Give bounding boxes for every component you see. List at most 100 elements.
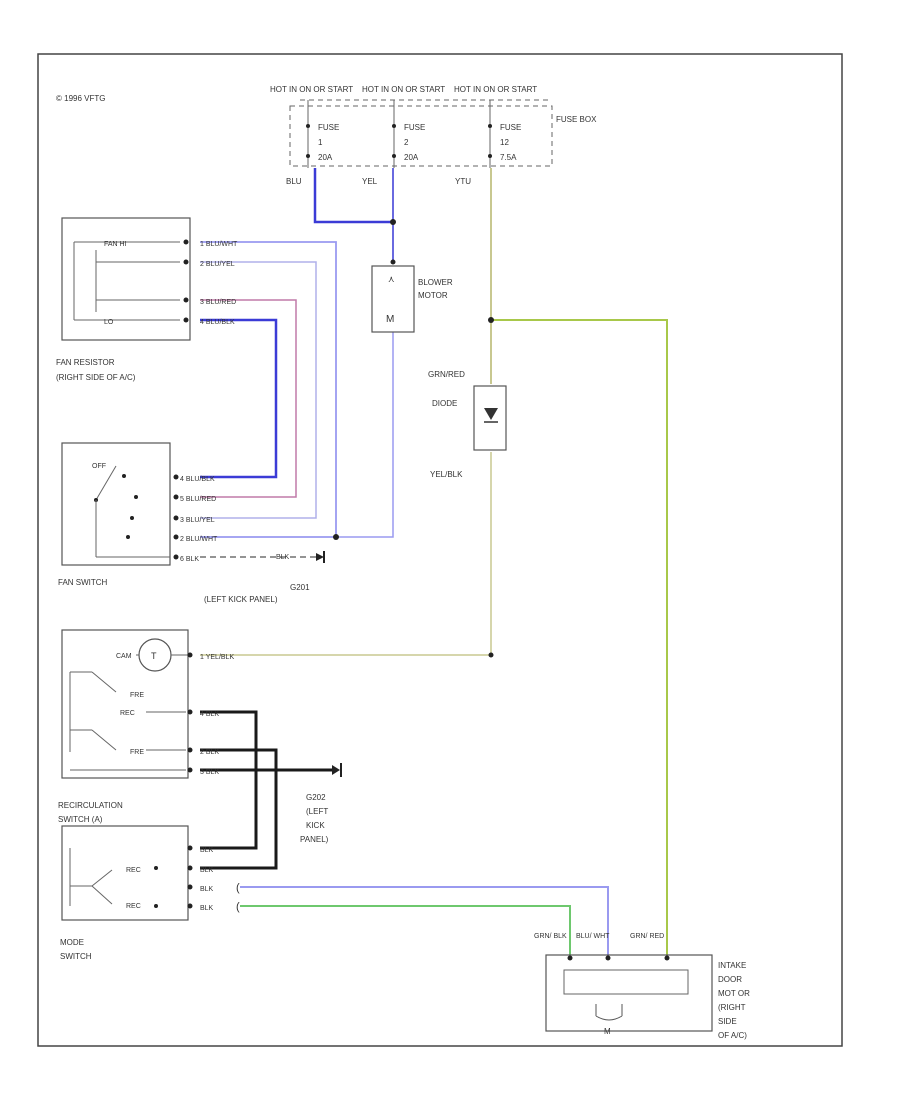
blower-motor: ⋏ M BLOWER MOTOR xyxy=(371,259,453,333)
hot-label-1: HOT IN ON OR START xyxy=(270,85,353,94)
wire-code-2: YEL xyxy=(362,177,378,186)
g202-line-2: (LEFT xyxy=(306,807,328,816)
g201-sub: (LEFT KICK PANEL) xyxy=(204,595,278,604)
diode: GRN/RED DIODE YEL/BLK xyxy=(428,370,507,479)
recirc-contact-cam: CAM xyxy=(116,653,132,660)
svg-text:M: M xyxy=(386,314,394,325)
fuse-1-name: FUSE xyxy=(318,123,339,132)
intake-door-motor: M INTAKE DOOR MOT OR (RIGHT SIDE OF A/C) xyxy=(545,954,750,1040)
blower-motor-label-2: MOTOR xyxy=(418,291,448,300)
hot-label-3: HOT IN ON OR START xyxy=(454,85,537,94)
ground-g202: G202 (LEFT KICK PANEL) xyxy=(300,763,342,844)
intake-label-5: SIDE xyxy=(718,1017,737,1026)
wire-blk-recirc-1 xyxy=(200,710,258,850)
mode-label-2: SWITCH xyxy=(60,952,92,961)
fan-switch-pin-2: 2 BLU/WHT xyxy=(180,536,218,543)
recirc-label-2: SWITCH (A) xyxy=(58,815,103,824)
mode-pin-2: BLK xyxy=(200,867,214,874)
wire-blu-red xyxy=(200,299,297,498)
mode-label-1: MODE xyxy=(60,938,84,947)
recirc-contact-fre-2: FRE xyxy=(130,749,144,756)
wire-blu-fuse1 xyxy=(313,168,393,224)
g202-line-3: KICK xyxy=(306,821,325,830)
mode-contact-1: REC xyxy=(126,867,141,874)
fan-resistor-contact-lo: LO xyxy=(104,319,114,326)
fuse-1-num: 1 xyxy=(318,138,323,147)
junction-dots xyxy=(333,219,494,658)
mode-switch: REC REC MODE SWITCH xyxy=(60,825,193,961)
fan-switch-pin-5: 5 BLU/RED xyxy=(180,496,216,503)
mode-contact-2: REC xyxy=(126,903,141,910)
fuse-3-num: 12 xyxy=(500,138,509,147)
recirc-contact-rec: REC xyxy=(120,710,135,717)
intake-label-4: (RIGHT xyxy=(718,1003,746,1012)
recirc-pin-4: 4 BLK xyxy=(200,711,219,718)
intake-pin-blu-wht: BLU/ WHT xyxy=(576,933,610,940)
svg-text:⋏: ⋏ xyxy=(388,274,395,284)
fuse-2-amps: 20A xyxy=(404,153,419,162)
mode-connectors: ( ( xyxy=(236,882,240,913)
wire-yel-blk xyxy=(200,452,492,656)
svg-text:T: T xyxy=(151,651,157,661)
fan-switch-pin-6: 6 BLK xyxy=(180,556,199,563)
wire-blu-yel xyxy=(200,261,317,519)
mode-pin-4: BLK xyxy=(200,905,214,912)
resistor-pin-1: 1 BLU/WHT xyxy=(200,241,238,248)
fan-switch-pin-3: 3 BLU/YEL xyxy=(180,517,215,524)
fan-switch-off: OFF xyxy=(92,463,106,470)
recirculation-switch: T CAM FRE REC FRE RECIRCULATION SWITCH (… xyxy=(58,629,193,824)
fan-resistor-label: FAN RESISTOR xyxy=(56,358,115,367)
mode-pin-3: BLK xyxy=(200,886,214,893)
diode-wire-top: GRN/RED xyxy=(428,370,465,379)
intake-pin-grn-red: GRN/ RED xyxy=(630,933,664,940)
diode-label: DIODE xyxy=(432,399,457,408)
wire-mode-grn-blk xyxy=(240,905,571,955)
intake-label-2: DOOR xyxy=(718,975,742,984)
g202-line-1: G202 xyxy=(306,793,326,802)
wire-mode-blu-wht xyxy=(240,886,609,955)
fuse-2-name: FUSE xyxy=(404,123,425,132)
wire-blk-recirc-2 xyxy=(200,748,278,870)
fan-resistor: FAN HI LO FAN RESISTOR (RIGHT SIDE OF A/… xyxy=(56,217,191,382)
svg-text:(: ( xyxy=(236,901,240,913)
recirc-contact-fre-1: FRE xyxy=(130,692,144,699)
intake-label-3: MOT OR xyxy=(718,989,750,998)
fuse-3-name: FUSE xyxy=(500,123,521,132)
wire-blu-blk xyxy=(200,318,278,479)
fan-switch: OFF FAN SWITCH xyxy=(58,442,179,587)
fuse-1-amps: 20A xyxy=(318,153,333,162)
ground-g201: BLK G201 (LEFT KICK PANEL) xyxy=(204,551,325,604)
svg-text:(: ( xyxy=(236,882,240,894)
g201-label: G201 xyxy=(290,583,310,592)
wire-code-3: YTU xyxy=(455,177,471,186)
fan-switch-pin-4: 4 BLU/BLK xyxy=(180,476,215,483)
fan-resistor-contact-hi: FAN HI xyxy=(104,241,127,248)
wire-blower-return xyxy=(336,332,394,538)
diode-wire-bottom: YEL/BLK xyxy=(430,470,463,479)
diagram-frame xyxy=(37,53,843,1047)
intake-label-1: INTAKE xyxy=(718,961,746,970)
resistor-pin-2: 2 BLU/YEL xyxy=(200,261,235,268)
intake-label-6: OF A/C) xyxy=(718,1031,747,1040)
recirc-label-1: RECIRCULATION xyxy=(58,801,123,810)
hot-label-2: HOT IN ON OR START xyxy=(362,85,445,94)
fuse-2-num: 2 xyxy=(404,138,409,147)
fuse-box-label: FUSE BOX xyxy=(556,115,597,124)
wire-blu-wht xyxy=(200,241,337,538)
recirc-pin-3: 3 BLK xyxy=(200,769,219,776)
wire-grn-red-intake xyxy=(491,319,668,955)
fan-switch-label: FAN SWITCH xyxy=(58,578,108,587)
fan-resistor-location: (RIGHT SIDE OF A/C) xyxy=(56,373,136,382)
ground-wire-label: BLK xyxy=(276,554,290,561)
mode-pin-1: BLK xyxy=(200,847,214,854)
fuse-3-amps: 7.5A xyxy=(500,153,517,162)
resistor-pin-3: 3 BLU/RED xyxy=(200,299,236,306)
recirc-pin-1: 1 YEL/BLK xyxy=(200,654,234,661)
resistor-pin-4: 4 BLU/BLK xyxy=(200,319,235,326)
copyright: © 1996 VFTG xyxy=(56,94,105,103)
wire-code-1: BLU xyxy=(286,177,302,186)
g202-line-4: PANEL) xyxy=(300,835,329,844)
wires xyxy=(200,168,668,955)
recirc-pin-2: 2 BLK xyxy=(200,749,219,756)
